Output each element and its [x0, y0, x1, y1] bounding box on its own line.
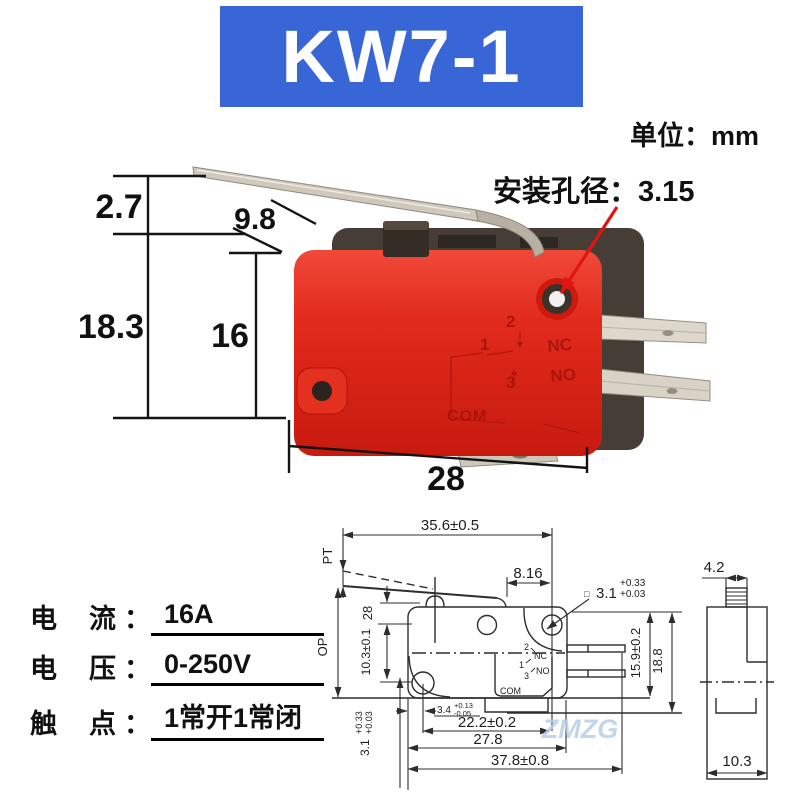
dim-22-2: 22.2±0.2: [458, 714, 516, 731]
technical-drawing: 2 NC 1 NO 3 COM: [315, 517, 774, 790]
dim-3-4-dn: -0.05: [454, 709, 471, 718]
emboss-1: 1: [480, 335, 489, 354]
svg-text:+0.03: +0.03: [364, 711, 374, 734]
dim-left-hole-dia: 3.1 +0.33 +0.03: [354, 711, 374, 756]
spec-label-current: 电 流: [30, 597, 116, 636]
emboss-nc: NC: [547, 335, 573, 356]
draw-no: NO: [536, 666, 550, 676]
switch-body: [294, 250, 602, 456]
spec-label-contacts: 触 点: [30, 702, 116, 741]
dim-body-height: 16: [211, 317, 249, 355]
emboss-com: COM: [447, 408, 487, 425]
svg-text:3.1: 3.1: [358, 739, 372, 756]
switch-photo: 2 NC 1 NO 3 COM: [192, 166, 711, 468]
draw-nc: NC: [534, 651, 547, 661]
plunger-button: [383, 221, 429, 257]
dim-hole-tol-dn: +0.03: [620, 589, 646, 600]
model-banner: KW7-1: [220, 6, 583, 107]
spec-value-current: 16A: [151, 599, 324, 636]
dim-total-height: 18.3: [78, 308, 144, 346]
spec-char: 电: [30, 604, 57, 634]
dim-18-8: 18.8: [650, 648, 665, 673]
spec-row-voltage: 电 压 ： 0-250V: [30, 647, 324, 686]
draw-3: 3: [524, 671, 529, 681]
model-title: KW7-1: [281, 14, 522, 98]
mounting-hole-top: [536, 278, 578, 320]
dim-3-4: 3.4: [437, 705, 451, 716]
front-view-markings: 2 NC 1 NO 3 COM: [500, 642, 550, 696]
terminal-nc-blade: [598, 314, 707, 344]
front-view-dims: [334, 528, 682, 790]
dim-hole-tol-up: +0.33: [620, 578, 646, 589]
dim-10-3: 10.3±0.1: [359, 628, 373, 675]
dim-top-length: 35.6±0.5: [421, 517, 479, 534]
unit-note: 单位：mm: [630, 121, 760, 151]
photo-dimension-lines: [113, 174, 589, 473]
dim-27-8: 27.8: [473, 731, 502, 748]
spec-value-contacts: 1常开1常闭: [151, 696, 324, 741]
emboss-2: 2: [506, 312, 515, 331]
dim-hole-dia: 3.1: [596, 585, 617, 602]
label-pt: PT: [320, 548, 335, 565]
lever-arm: [192, 166, 545, 258]
spec-colon: ：: [124, 709, 151, 739]
spec-row-current: 电 流 ： 16A: [30, 597, 324, 636]
spec-char: 触: [30, 709, 57, 739]
draw-2: 2: [524, 642, 529, 652]
dim-37-8: 37.8±0.8: [491, 752, 549, 769]
housing-slot: [438, 235, 496, 248]
dim-28: 28: [360, 606, 375, 620]
watermark: ZMZG: [541, 714, 618, 744]
dim-lever: 8.16: [513, 565, 542, 582]
label-op: OP: [315, 638, 330, 657]
spec-row-contacts: 触 点 ： 1常开1常闭: [30, 696, 324, 741]
dim-10-3-side: 10.3: [722, 753, 751, 770]
dim-15-9: 15.9±0.2: [628, 628, 643, 679]
emboss-no: NO: [550, 365, 577, 386]
spec-label-voltage: 电 压: [30, 647, 116, 686]
spec-char: 流: [89, 604, 116, 634]
dim-3-4-up: +0.13: [454, 701, 473, 710]
spec-char: 点: [89, 709, 116, 739]
side-view: [700, 587, 774, 780]
spec-char: 电: [30, 654, 57, 684]
emboss-3: 3: [506, 373, 515, 392]
dim-4-2: 4.2: [704, 559, 725, 576]
spec-colon: ：: [124, 654, 151, 684]
dim-lever-rise: 2.7: [95, 188, 142, 226]
dim-body-width: 28: [427, 460, 465, 498]
draw-com: COM: [500, 686, 521, 696]
hole-pointer-arrow: [559, 206, 619, 294]
spec-colon: ：: [124, 604, 151, 634]
embossed-markings: 2 NC 1 NO 3 COM: [447, 312, 581, 434]
hole-square-symbol: □: [584, 589, 590, 599]
dim-lever-span: 9.8: [234, 203, 276, 236]
spec-value-voltage: 0-250V: [151, 649, 324, 686]
mount-hole-note: 安装孔径：3.15: [493, 176, 695, 208]
draw-1: 1: [519, 660, 524, 670]
spec-char: 压: [89, 654, 116, 684]
mounting-hole-bottom: [296, 367, 348, 415]
side-view-dims: [702, 574, 768, 777]
svg-text:+0.33: +0.33: [354, 711, 364, 734]
